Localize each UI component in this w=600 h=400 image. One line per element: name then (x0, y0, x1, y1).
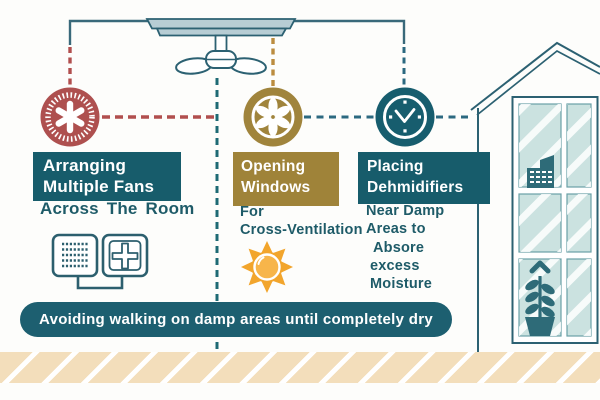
step1-subtitle: Across The Room (40, 199, 195, 218)
sun-icon (241, 241, 293, 293)
potted-plant-icon (525, 260, 555, 336)
icon-connector-line (76, 276, 124, 290)
step3-subtitle-line4: excess (370, 258, 420, 274)
step1-title-line1: Arranging (43, 156, 127, 175)
striped-floor-band (0, 352, 600, 383)
step3-subtitle-line5: Moisture (370, 276, 433, 292)
fan-burst-icon (40, 87, 100, 147)
step2-title-line2: Windows (241, 179, 311, 196)
building-icon (527, 155, 554, 188)
advice-banner: Avoiding walking on damp areas until com… (20, 302, 452, 337)
connector-lines (68, 38, 471, 351)
step1-title-line2: Multiple Fans (43, 177, 155, 196)
step2-title-box: Opening Windows (233, 152, 339, 206)
advice-banner-text: Avoiding walking on damp areas until com… (39, 311, 433, 328)
step3-title-line1: Placing (367, 158, 424, 175)
window-icon (511, 96, 599, 344)
step3-title-line2: Dehmidifiers (367, 179, 464, 196)
step2-title-line1: Opening (241, 158, 306, 175)
house-icon (470, 41, 600, 352)
step3-subtitle-line2: Areas to (366, 221, 426, 237)
clock-icon (375, 87, 435, 147)
step3-subtitle-line1: Near Damp (366, 203, 445, 219)
step1-title-box: Arranging Multiple Fans (33, 152, 181, 201)
step3-subtitle-line3: Absore (373, 240, 425, 256)
step2-subtitle-line1: For (240, 204, 264, 220)
vent-grille-icon (51, 233, 99, 278)
ceiling-fan-icon (145, 18, 297, 75)
flower-icon (243, 87, 303, 147)
step2-subtitle-line2: Cross-Ventilation (240, 222, 363, 238)
step3-title-box: Placing Dehmidifiers (358, 152, 490, 204)
fan-switch-icon (101, 233, 149, 278)
